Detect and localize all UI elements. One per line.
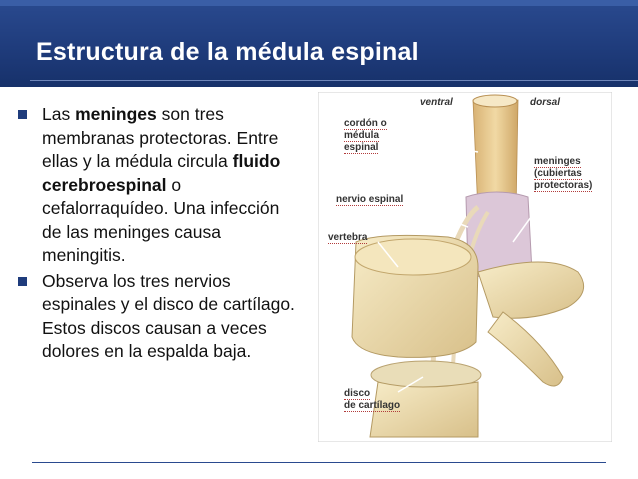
pointer-line xyxy=(512,209,537,243)
label-cordon-line1: cordón o xyxy=(344,118,387,130)
bullet-text: Las xyxy=(42,104,76,124)
bullet-meninges: Las meninges son tres membranas protecto… xyxy=(16,103,301,268)
title-bar-stripe xyxy=(0,0,638,6)
lower-vertebra xyxy=(369,381,479,438)
label-disco-line2: de cartílago xyxy=(344,400,401,412)
bullet-text: Observa los tres nervios espinales y el … xyxy=(42,270,295,362)
bullet-nervios: Observa los tres nervios espinales y el … xyxy=(16,270,301,364)
label-ventral: ventral xyxy=(420,97,453,108)
label-cordon-line2: médula xyxy=(344,130,380,142)
title-bar: Estructura de la médula espinal xyxy=(0,0,638,87)
label-meninges-line3: protectoras) xyxy=(534,180,593,192)
vertebra-top-surface xyxy=(354,238,472,276)
bullet-square-icon xyxy=(18,276,27,286)
bullet-text: o cefalorraquídeo. Una infección de las … xyxy=(42,174,280,266)
vertebral-process xyxy=(477,261,585,319)
spinal-cord-illustration: ventral dorsal cordón o médula espinal m… xyxy=(318,92,612,442)
label-vertebra: vertebra xyxy=(328,232,368,244)
title-divider xyxy=(30,80,638,81)
pointer-line xyxy=(417,207,469,228)
bullet-text: son tres membranas protectoras. Entre el… xyxy=(42,104,279,171)
label-meninges-line1: meninges xyxy=(534,156,581,168)
pointer-line xyxy=(392,136,479,153)
label-meninges-line2: (cubiertas xyxy=(534,168,582,180)
footer-divider xyxy=(32,462,606,463)
label-dorsal: dorsal xyxy=(530,97,561,108)
label-cordon-line3: espinal xyxy=(344,142,379,154)
pointer-line xyxy=(377,241,399,268)
cord-cross-section xyxy=(472,94,518,108)
vertebral-process xyxy=(487,311,564,387)
spine-diagram xyxy=(318,92,612,442)
slide-title: Estructura de la médula espinal xyxy=(36,38,419,66)
bold-term-meninges: meninges xyxy=(75,104,157,124)
bullet-square-icon xyxy=(18,110,27,119)
pointer-line xyxy=(397,376,424,393)
bullet-list: Las meninges son tres membranas protecto… xyxy=(16,103,301,366)
bold-term-fluido: fluido cerebroespinal xyxy=(42,151,281,195)
label-nervio-espinal: nervio espinal xyxy=(336,194,404,206)
label-disco-line1: disco xyxy=(344,388,371,400)
